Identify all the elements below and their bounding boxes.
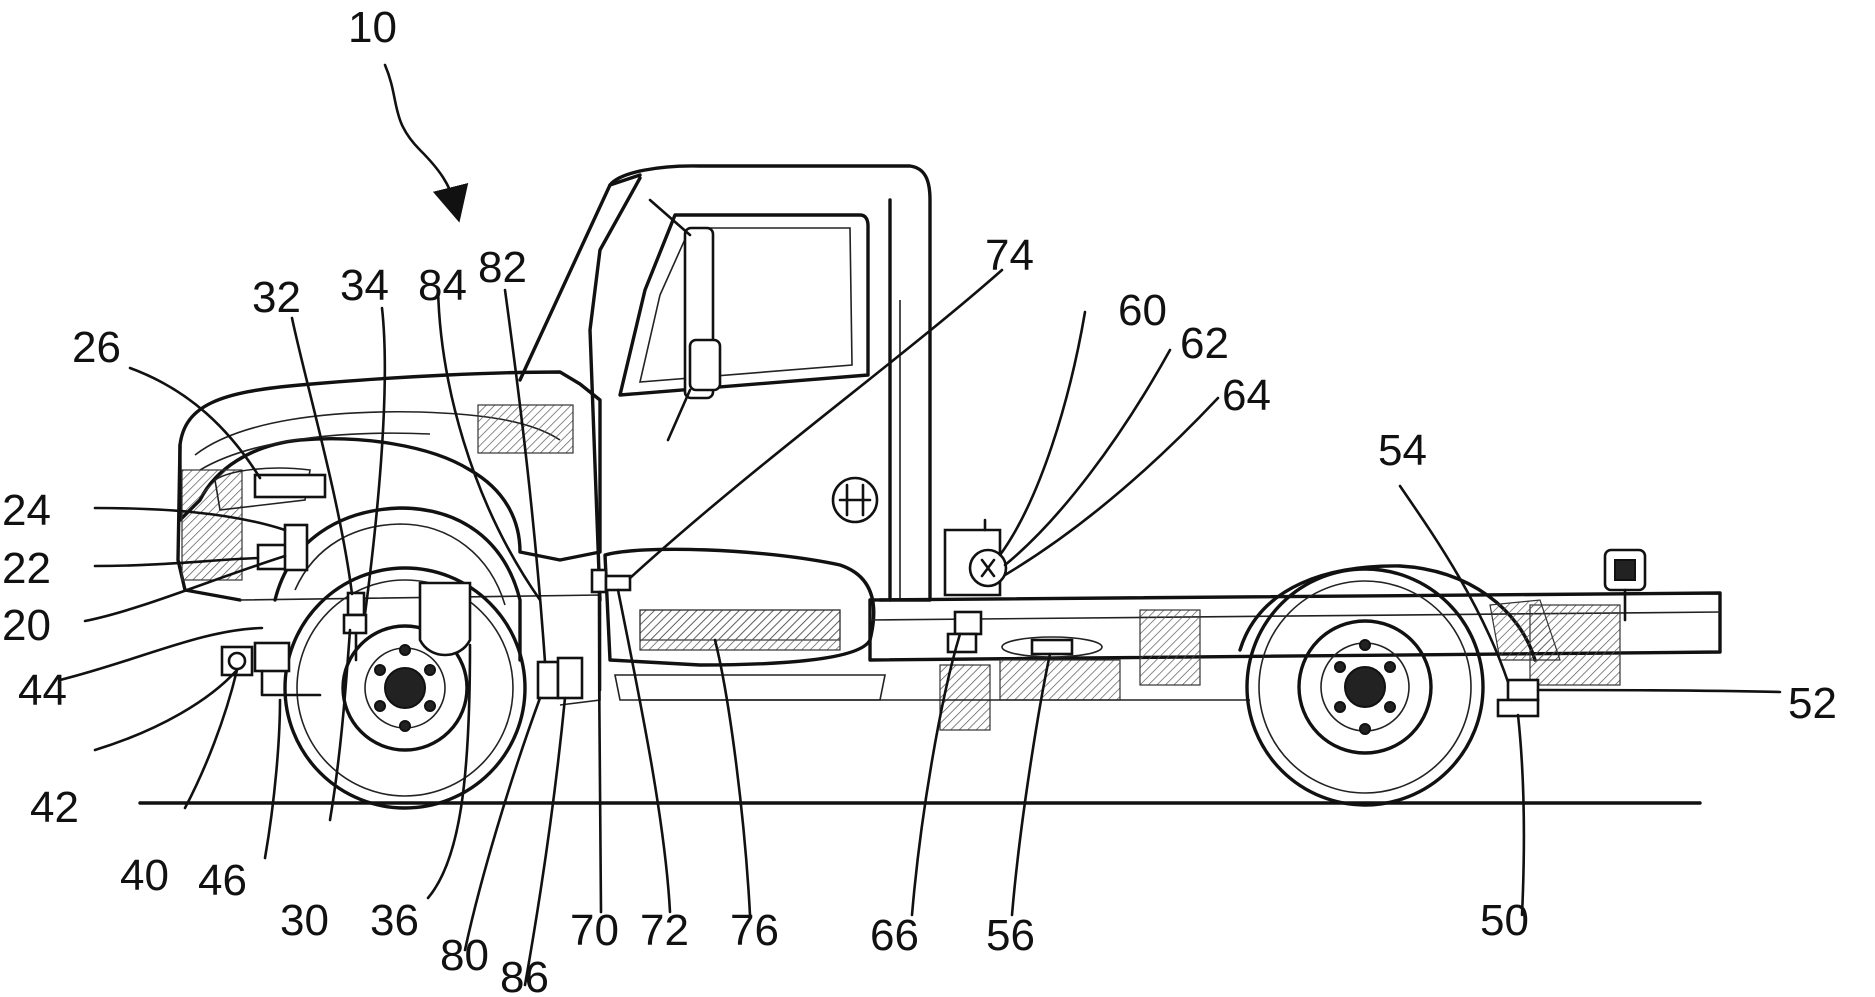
component-86 <box>558 658 582 698</box>
component-80 <box>538 662 558 698</box>
label-84: 84 <box>418 261 467 310</box>
label-86: 86 <box>500 953 549 997</box>
component-66 <box>955 612 981 634</box>
label-44: 44 <box>18 666 67 715</box>
component-24 <box>285 525 307 570</box>
label-60: 60 <box>1118 286 1167 335</box>
component-26 <box>255 475 325 497</box>
component-50 <box>1498 700 1538 716</box>
label-52: 52 <box>1788 679 1837 728</box>
label-20: 20 <box>2 601 51 650</box>
label-76: 76 <box>730 906 779 955</box>
label-36: 36 <box>370 896 419 945</box>
label-80: 80 <box>440 931 489 980</box>
label-70: 70 <box>570 906 619 955</box>
label-82: 82 <box>478 243 527 292</box>
leader-lines <box>60 65 1780 985</box>
component-52 <box>1508 680 1538 700</box>
label-66: 66 <box>870 911 919 960</box>
component-74 <box>606 576 630 590</box>
label-42: 42 <box>30 783 79 832</box>
component-32 <box>348 593 364 615</box>
label-32: 32 <box>252 273 301 322</box>
component-46 <box>255 643 289 671</box>
component-36 <box>420 583 470 655</box>
label-10: 10 <box>348 3 397 52</box>
label-46: 46 <box>198 856 247 905</box>
rear-wheel <box>1247 569 1483 805</box>
label-26: 26 <box>72 323 121 372</box>
label-62: 62 <box>1180 319 1229 368</box>
component-70 <box>592 570 606 592</box>
label-24: 24 <box>2 486 51 535</box>
label-50: 50 <box>1480 896 1529 945</box>
component-56 <box>1032 640 1072 654</box>
front-wheel <box>285 568 525 808</box>
label-30: 30 <box>280 896 329 945</box>
label-40: 40 <box>120 851 169 900</box>
label-22: 22 <box>2 544 51 593</box>
label-72: 72 <box>640 906 689 955</box>
label-74: 74 <box>985 231 1034 280</box>
label-54: 54 <box>1378 426 1427 475</box>
label-34: 34 <box>340 261 389 310</box>
label-64: 64 <box>1222 371 1271 420</box>
component-34 <box>344 615 366 633</box>
label-56: 56 <box>986 911 1035 960</box>
